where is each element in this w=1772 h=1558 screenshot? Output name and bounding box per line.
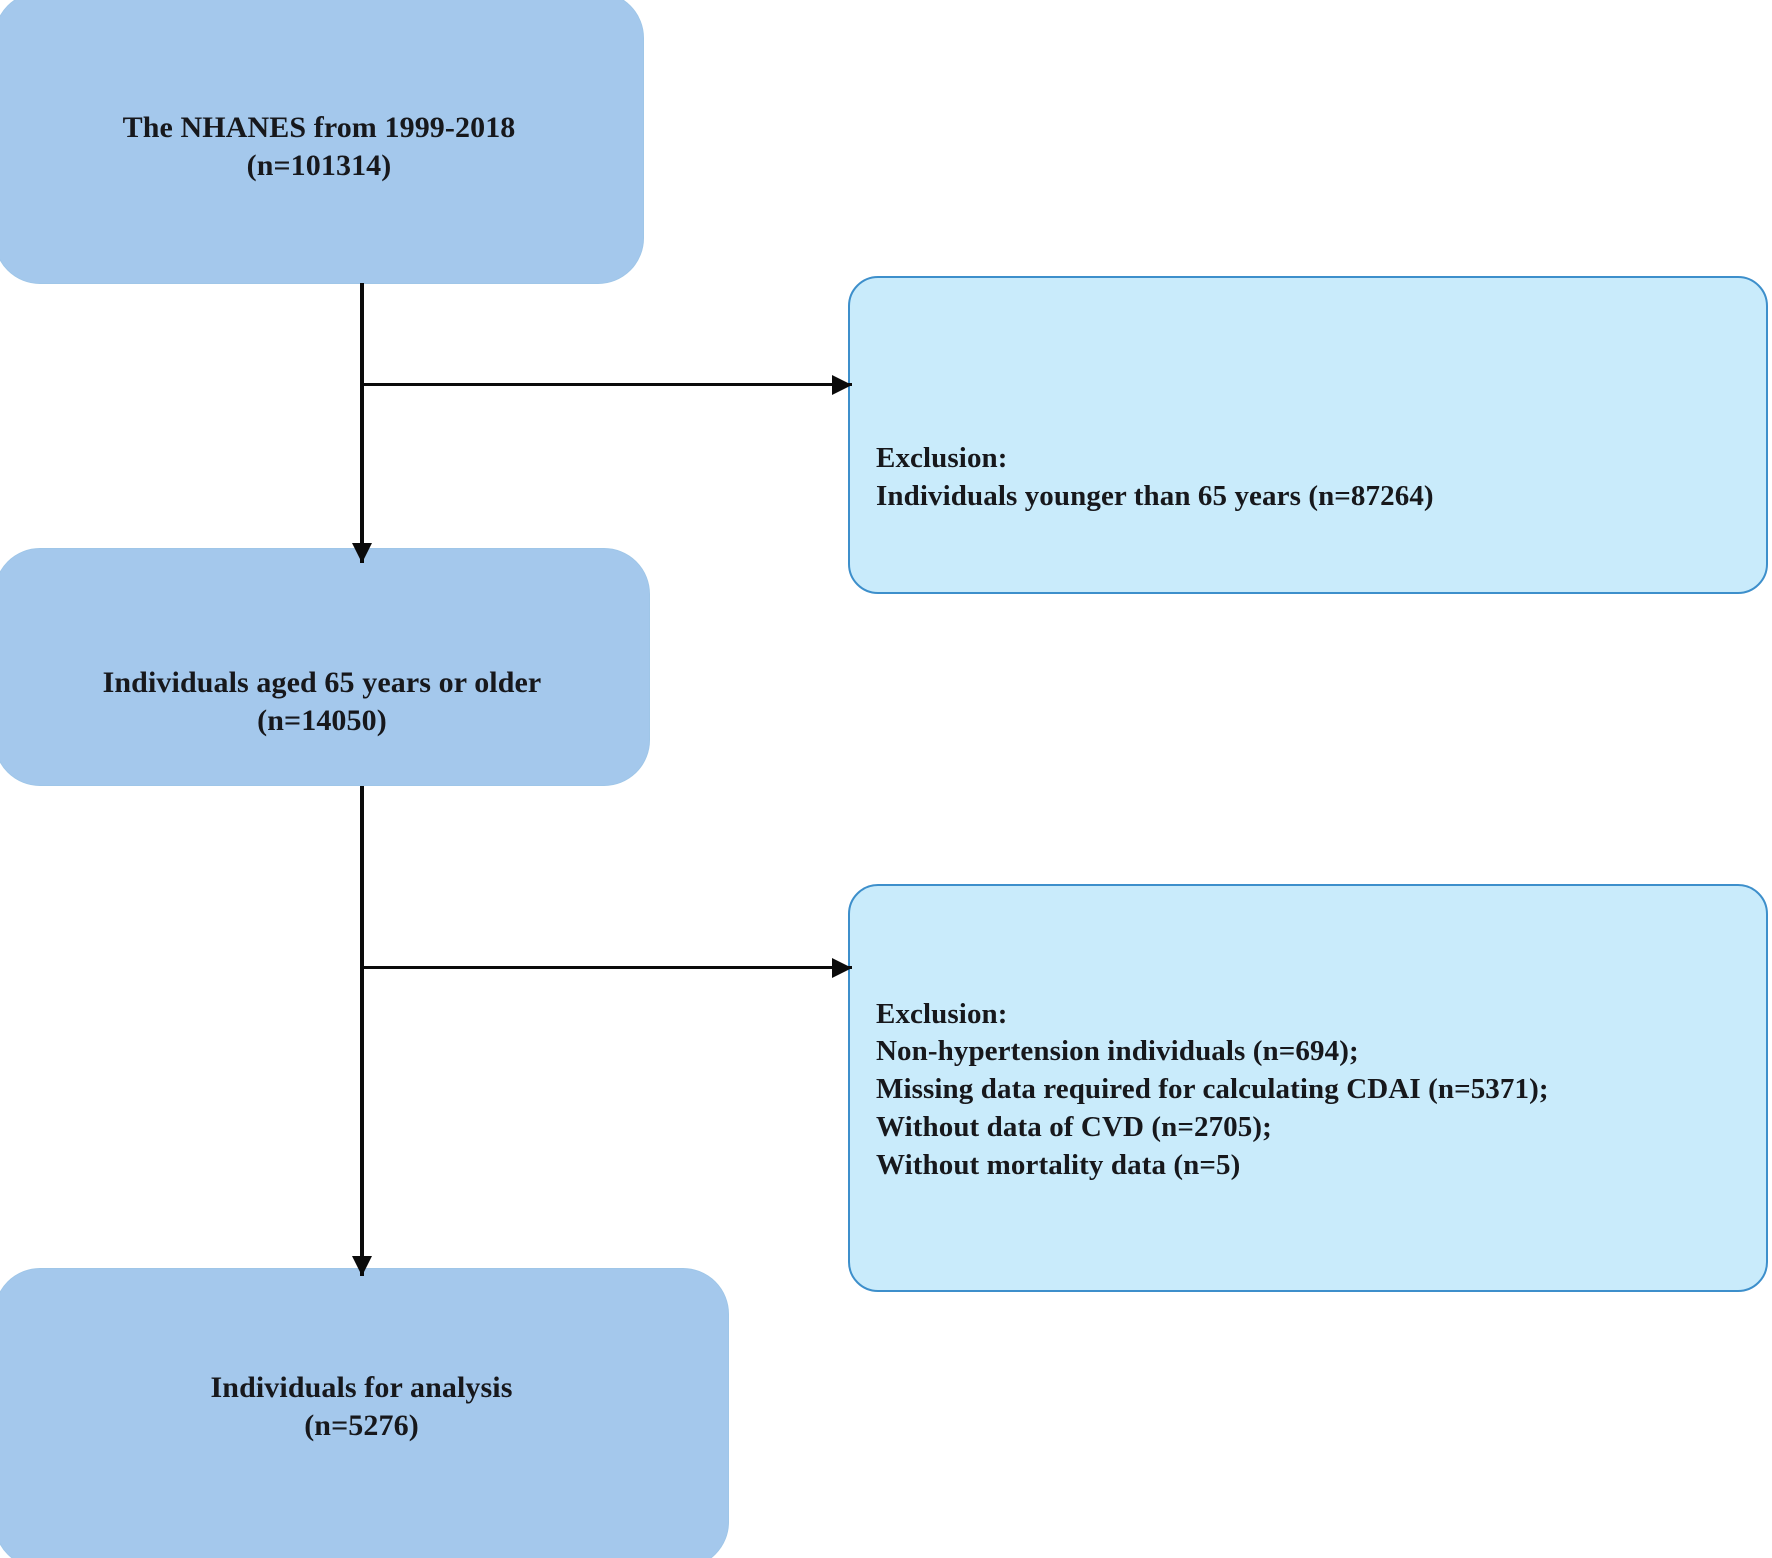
arrowhead-down-icon <box>352 1256 372 1276</box>
node-source-population-label: The NHANES from 1999-2018 (n=101314) <box>122 111 516 182</box>
connector-elderly-to-exclusion-criteria <box>362 966 852 969</box>
node-exclusion-criteria-label: Exclusion: Non-hypertension individuals … <box>876 997 1549 1181</box>
arrowhead-right-icon <box>832 375 852 395</box>
connector-source-to-elderly <box>360 283 364 563</box>
node-exclusion-age-label: Exclusion: Individuals younger than 65 y… <box>876 442 1434 512</box>
node-elderly-population-label: Individuals aged 65 years or older (n=14… <box>102 666 542 737</box>
arrowhead-right-icon <box>832 958 852 978</box>
node-elderly-population: Individuals aged 65 years or older (n=14… <box>0 548 650 786</box>
node-analysis-population-label: Individuals for analysis (n=5276) <box>210 1371 513 1442</box>
connector-elderly-to-analysis <box>360 786 364 1276</box>
node-source-population: The NHANES from 1999-2018 (n=101314) <box>0 0 644 284</box>
node-exclusion-age: Exclusion: Individuals younger than 65 y… <box>848 276 1768 594</box>
node-exclusion-criteria: Exclusion: Non-hypertension individuals … <box>848 884 1768 1292</box>
arrowhead-down-icon <box>352 543 372 563</box>
connector-source-to-exclusion-age <box>362 383 852 386</box>
node-analysis-population: Individuals for analysis (n=5276) <box>0 1268 729 1558</box>
